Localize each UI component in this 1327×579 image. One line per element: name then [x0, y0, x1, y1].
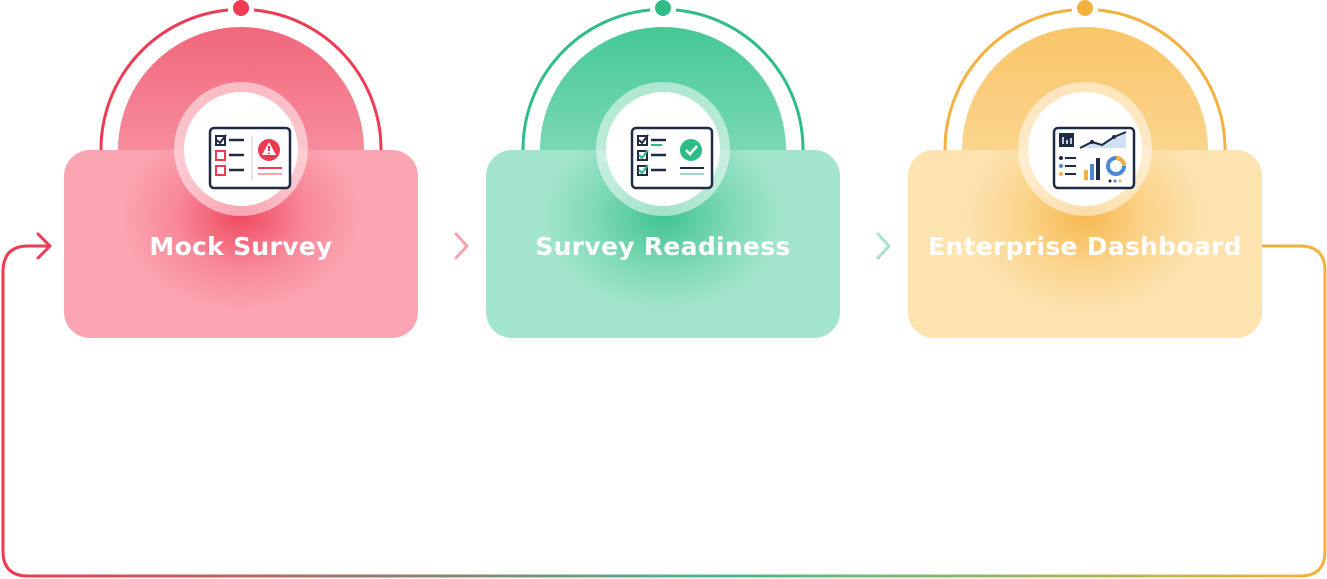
arc-enterprise-dashboard-r [1097, 8, 1227, 151]
return-loop-line [1, 244, 1327, 578]
checklist-check-icon [630, 126, 714, 190]
icon-ring-survey-readiness [596, 82, 730, 216]
dot-mock-survey [233, 0, 249, 16]
icon-ring-mock-survey [174, 82, 308, 216]
arc-survey-readiness [521, 8, 651, 151]
arc-survey-readiness-r [675, 8, 805, 151]
step-label: Enterprise Dashboard [928, 232, 1242, 261]
arc-enterprise-dashboard [943, 8, 1073, 151]
arrow-1-head [454, 232, 469, 260]
return-arrow-head [36, 232, 52, 260]
dot-enterprise-dashboard [1077, 0, 1093, 16]
arrow-2-head [876, 232, 891, 260]
step-label: Mock Survey [149, 232, 333, 261]
checklist-alert-icon [208, 126, 292, 190]
arc-mock-survey [99, 8, 229, 151]
step-label: Survey Readiness [535, 232, 791, 261]
icon-ring-enterprise-dashboard [1018, 82, 1152, 216]
dot-survey-readiness [655, 0, 671, 16]
dashboard-analytics-icon [1052, 126, 1136, 190]
arc-mock-survey-r [253, 8, 383, 151]
